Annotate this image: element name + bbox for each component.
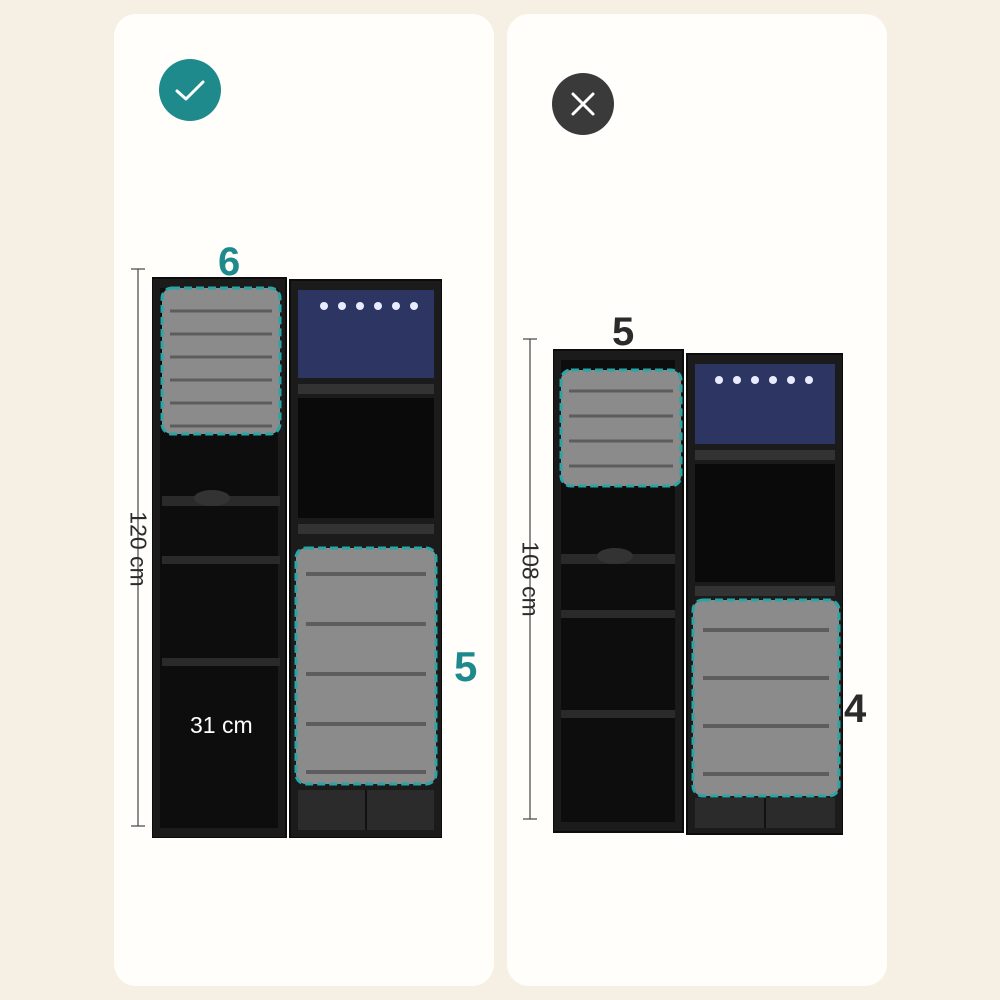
height-label: 120 cm — [125, 511, 152, 587]
cross-badge — [552, 73, 614, 135]
checkmark-badge — [159, 59, 221, 121]
door-tray-count: 5 — [612, 310, 635, 354]
height-dimension-line — [523, 338, 537, 820]
door-tray-count: 6 — [218, 240, 241, 284]
option-panel-incorrect: 5 4 108 cm — [507, 14, 887, 986]
cabinet-tray-count: 5 — [454, 643, 478, 690]
checkmark-icon — [175, 80, 205, 101]
cabinet-tray-count: 4 — [844, 687, 867, 731]
spacing-label: 31 cm — [190, 712, 253, 738]
cross-icon — [571, 92, 595, 116]
cabinet-illustration — [152, 277, 442, 838]
height-label: 108 cm — [517, 541, 544, 617]
option-panel-correct: 6 5 120 cm — [114, 14, 494, 986]
cabinet-illustration — [553, 349, 843, 835]
